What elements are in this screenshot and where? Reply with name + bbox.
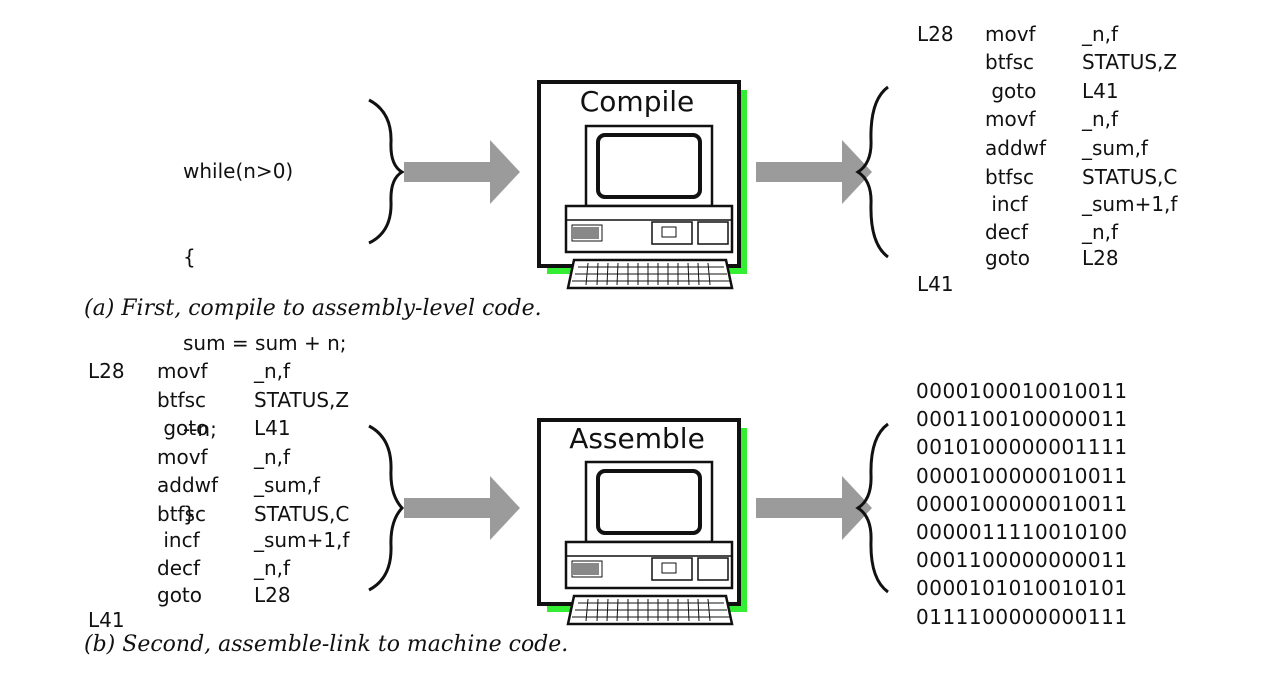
asm-arg: L28 bbox=[1082, 246, 1119, 270]
asm-op: movf bbox=[157, 359, 208, 383]
asm-op: movf bbox=[157, 445, 208, 469]
machine-word: 0111100000000111 bbox=[916, 604, 1128, 629]
asm-arg: STATUS,Z bbox=[254, 388, 350, 412]
asm-op: btfsc bbox=[985, 50, 1034, 74]
assemble-title: Assemble bbox=[569, 422, 705, 455]
asm-label: L41 bbox=[88, 608, 125, 632]
asm-arg: STATUS,C bbox=[254, 502, 350, 526]
asm-op: btfsc bbox=[157, 502, 206, 526]
code-line: { bbox=[183, 244, 196, 269]
asm-arg: L41 bbox=[1082, 79, 1119, 103]
asm-arg: _n,f bbox=[1082, 107, 1119, 131]
asm-arg: _n,f bbox=[1082, 220, 1119, 244]
brace-right-icon bbox=[368, 98, 405, 245]
code-line: sum = sum + n; bbox=[183, 330, 347, 355]
asm-arg: _sum,f bbox=[254, 473, 320, 497]
computer-icon bbox=[564, 124, 734, 290]
asm-arg: L28 bbox=[254, 583, 291, 607]
brace-left-icon bbox=[855, 85, 889, 259]
brace-left-icon bbox=[855, 422, 889, 594]
asm-op: incf bbox=[157, 528, 200, 552]
code-line: while(n>0) bbox=[183, 159, 294, 184]
machine-word: 0000100000010011 bbox=[916, 463, 1128, 488]
brace-right-icon bbox=[368, 424, 405, 592]
asm-arg: _n,f bbox=[1082, 22, 1119, 46]
asm-op: movf bbox=[985, 22, 1036, 46]
asm-op: addwf bbox=[985, 136, 1047, 160]
machine-word: 0000011110010100 bbox=[916, 519, 1128, 544]
asm-op: goto bbox=[985, 246, 1031, 270]
asm-op: incf bbox=[985, 192, 1028, 216]
computer-icon bbox=[564, 460, 734, 626]
machine-word: 0000101010010101 bbox=[916, 576, 1128, 601]
arrow-right-icon bbox=[404, 140, 520, 204]
arrow-right-icon bbox=[404, 476, 520, 540]
caption-b: (b) Second, assemble-link to machine cod… bbox=[84, 632, 569, 657]
asm-op: addwf bbox=[157, 473, 219, 497]
asm-arg: _n,f bbox=[254, 445, 291, 469]
asm-arg: _sum+1,f bbox=[1082, 192, 1178, 216]
asm-op: movf bbox=[985, 107, 1036, 131]
code-line: --n; bbox=[183, 416, 217, 441]
source-code: while(n>0) { sum = sum + n; --n; } bbox=[183, 100, 347, 558]
asm-op: goto bbox=[157, 583, 203, 607]
machine-word: 0010100000001111 bbox=[916, 435, 1128, 460]
asm-op: decf bbox=[157, 556, 201, 580]
asm-label: L41 bbox=[917, 272, 954, 296]
machine-word: 0000100010010011 bbox=[916, 379, 1128, 403]
arrow-right-icon bbox=[756, 140, 872, 204]
asm-arg: _n,f bbox=[254, 556, 291, 580]
arrow-right-icon bbox=[756, 476, 872, 540]
machine-word: 0000100000010011 bbox=[916, 491, 1128, 516]
asm-op: goto bbox=[157, 416, 209, 440]
asm-arg: STATUS,C bbox=[1082, 165, 1178, 189]
code-line: } bbox=[183, 502, 196, 527]
machine-word: 0001100000000011 bbox=[916, 548, 1128, 573]
asm-op: btfsc bbox=[985, 165, 1034, 189]
asm-arg: _sum,f bbox=[1082, 136, 1148, 160]
machine-code: 0000100010010011 0001100100000011 001010… bbox=[916, 377, 1128, 631]
asm-op: decf bbox=[985, 220, 1029, 244]
asm-arg: STATUS,Z bbox=[1082, 50, 1178, 74]
asm-op: btfsc bbox=[157, 388, 206, 412]
machine-word: 0001100100000011 bbox=[916, 407, 1128, 432]
asm-arg: _n,f bbox=[254, 359, 291, 383]
compile-title: Compile bbox=[579, 85, 695, 118]
asm-label: L28 bbox=[88, 359, 125, 383]
asm-op: goto bbox=[985, 79, 1037, 103]
asm-arg: _sum+1,f bbox=[254, 528, 350, 552]
asm-label: L28 bbox=[917, 22, 954, 46]
asm-arg: L41 bbox=[254, 416, 291, 440]
caption-a: (a) First, compile to assembly-level cod… bbox=[84, 296, 542, 321]
